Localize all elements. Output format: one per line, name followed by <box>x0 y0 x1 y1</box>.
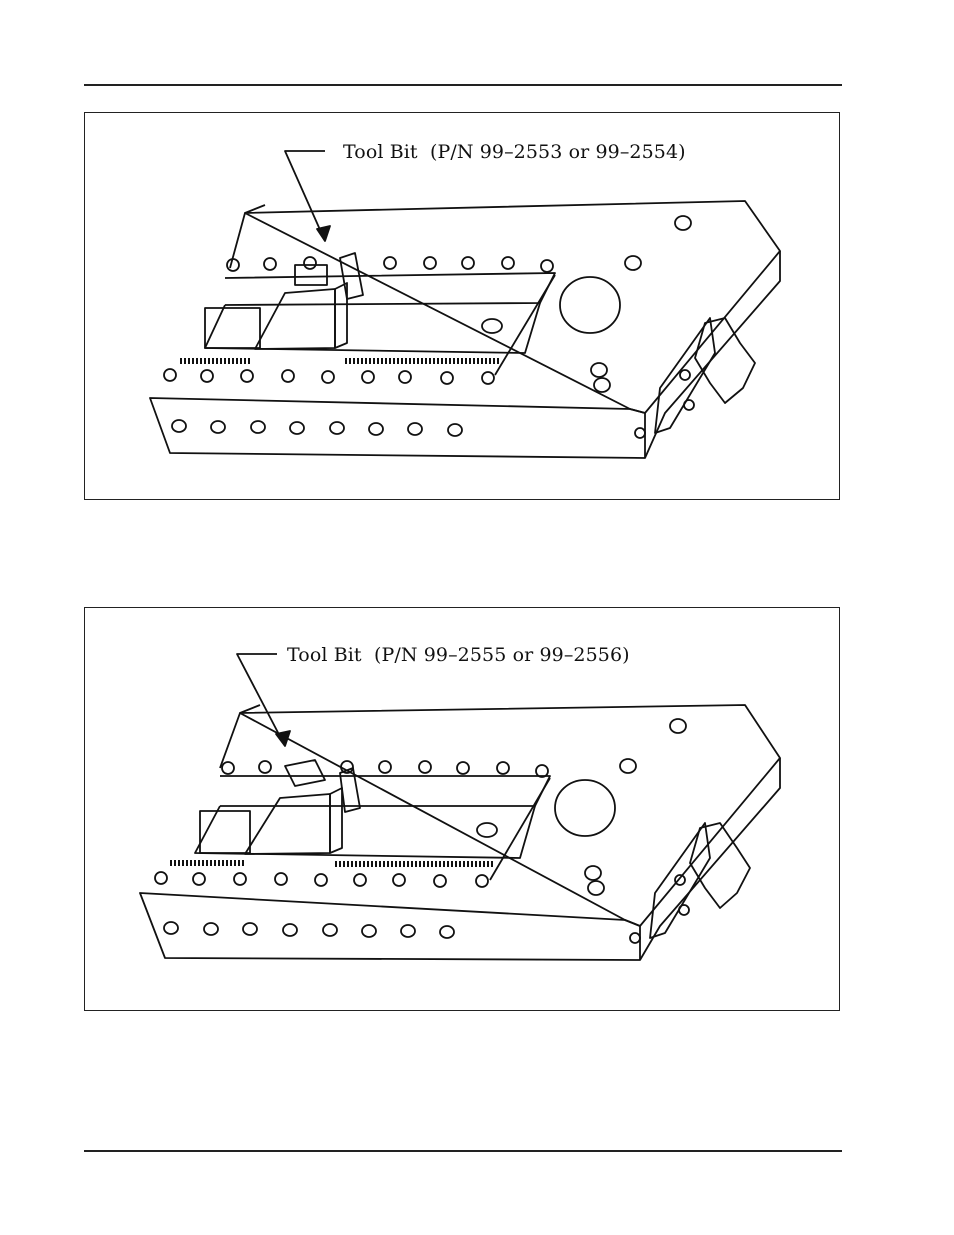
tool-bit <box>339 252 364 300</box>
screw-row-top <box>226 256 554 273</box>
large-bore <box>559 276 621 334</box>
slide-block <box>244 793 331 855</box>
tool-holder-drawing <box>139 653 781 961</box>
slide-block <box>254 288 336 350</box>
figure-tool-bit-2553: Tool Bit (P/N 99–2553 or 99–2554) <box>84 112 840 500</box>
body-front-face <box>139 892 641 961</box>
screw-row-bottom <box>163 368 495 385</box>
footer-rule <box>84 1150 842 1152</box>
large-bore <box>554 779 616 837</box>
channel-upper <box>224 272 556 306</box>
sprocket <box>689 822 751 909</box>
tool-bit-callout: Tool Bit (P/N 99–2555 or 99–2556) <box>287 644 630 666</box>
tool-bit-serrated <box>284 759 326 787</box>
channel-floor <box>194 805 536 859</box>
tool-bit-callout: Tool Bit (P/N 99–2553 or 99–2554) <box>343 141 686 163</box>
screw-row-top <box>221 760 549 778</box>
screw-row-bottom <box>154 871 489 888</box>
body-top-face <box>239 704 781 927</box>
callout-leader <box>236 653 286 747</box>
sprocket <box>694 317 756 404</box>
channel-floor <box>204 302 541 354</box>
callout-arrowhead <box>316 225 331 242</box>
callout-leader <box>284 150 326 242</box>
tool-holder-drawing <box>149 150 781 459</box>
figure-tool-bit-2555: Tool Bit (P/N 99–2555 or 99–2556) <box>84 607 840 1011</box>
tool-bit <box>339 767 361 813</box>
header-rule <box>84 84 842 86</box>
